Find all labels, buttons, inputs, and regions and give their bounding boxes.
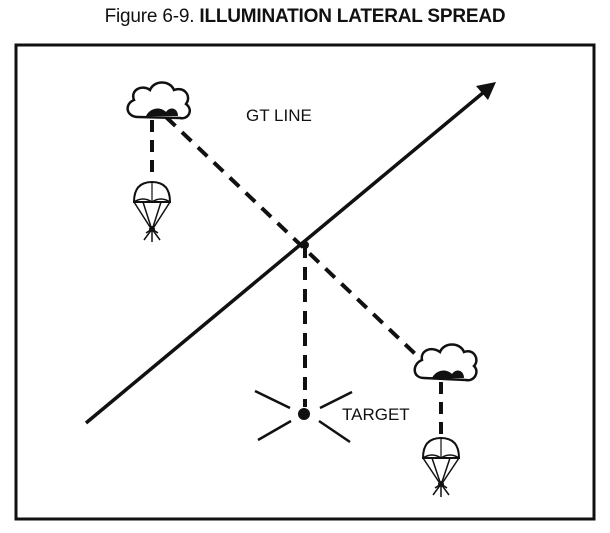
figure-frame xyxy=(14,43,596,521)
target-label: TARGET xyxy=(342,405,410,424)
lateral-spread-line xyxy=(164,115,432,370)
gt-intersection-point xyxy=(301,241,309,249)
right-burst-cloud xyxy=(413,343,478,382)
gt-line-label: GT LINE xyxy=(246,106,312,125)
left-parachute-icon xyxy=(132,180,172,242)
target-symbol xyxy=(254,389,353,444)
right-parachute-icon xyxy=(421,436,461,497)
left-burst-cloud xyxy=(126,81,191,120)
figure-caption: Figure 6-9. ILLUMINATION LATERAL SPREAD xyxy=(0,6,610,28)
gt-line xyxy=(84,85,492,425)
figure-number: Figure 6-9. xyxy=(104,6,195,27)
gt-line-arrowhead xyxy=(476,82,496,100)
figure-title: ILLUMINATION LATERAL SPREAD xyxy=(199,6,506,27)
